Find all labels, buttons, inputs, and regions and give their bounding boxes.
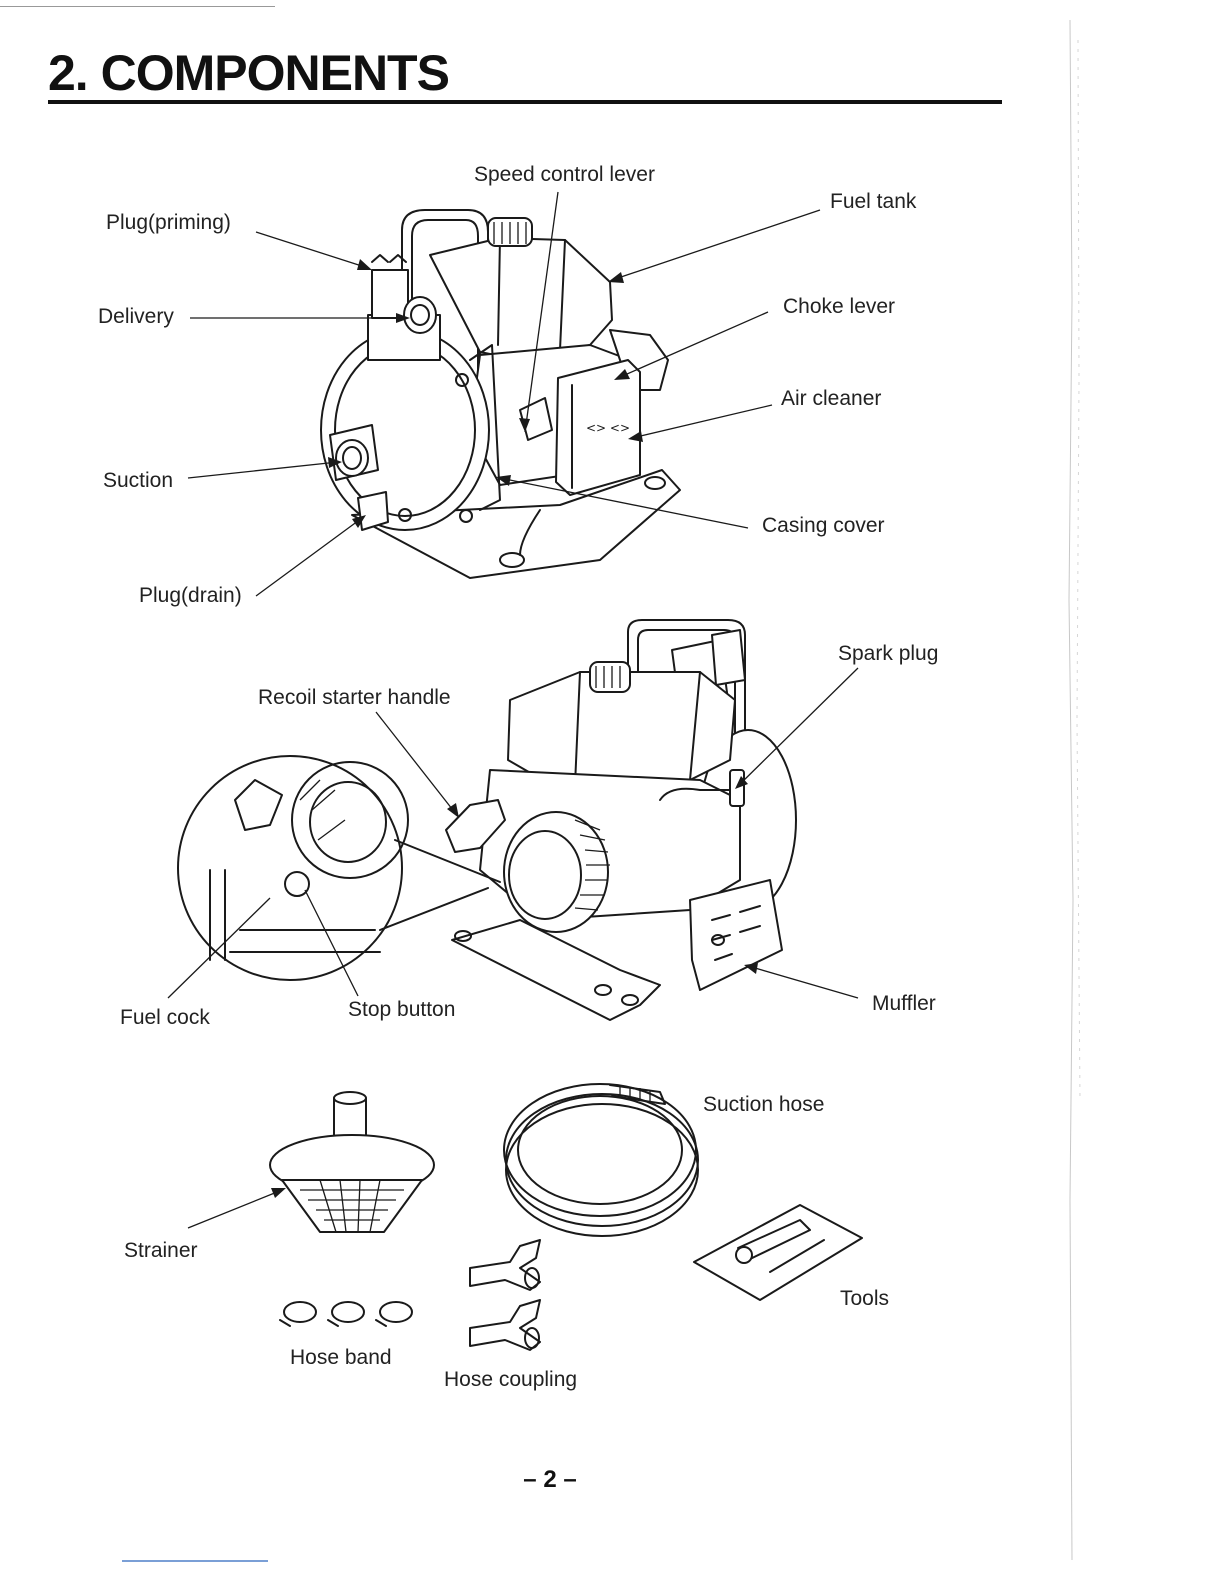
pump-front-view: <> <> [321, 210, 680, 578]
label-casing-cover: Casing cover [762, 515, 885, 536]
hose-band-drawing [280, 1302, 412, 1326]
suction-port [336, 440, 368, 476]
detail-stop-button [285, 872, 309, 896]
recoil-starter-cover [504, 812, 608, 932]
label-spark-plug: Spark plug [838, 643, 938, 664]
tools-drawing [694, 1205, 862, 1300]
label-fuel-tank: Fuel tank [830, 191, 916, 212]
label-delivery: Delivery [98, 306, 174, 327]
detail-magnifier [178, 756, 402, 980]
drain-plug [358, 492, 388, 530]
svg-text:<> <>: <> <> [586, 421, 630, 435]
delivery-port [404, 297, 436, 333]
muffler-shape [690, 880, 782, 990]
label-plug-drain: Plug(drain) [139, 585, 242, 606]
page-number: – 2 – [0, 1466, 1100, 1494]
scan-edge-noise [1060, 0, 1100, 1584]
pump-rear-view [178, 620, 796, 1020]
label-air-cleaner: Air cleaner [781, 388, 881, 409]
label-suction: Suction [103, 470, 173, 491]
label-stop-button: Stop button [348, 999, 455, 1020]
label-hose-coupling: Hose coupling [444, 1369, 577, 1390]
scan-bottom-mark [122, 1560, 268, 1562]
label-hose-band: Hose band [290, 1347, 392, 1368]
label-choke-lever: Choke lever [783, 296, 895, 317]
suction-hose-drawing [504, 1084, 698, 1236]
label-muffler: Muffler [872, 993, 936, 1014]
label-strainer: Strainer [124, 1240, 198, 1261]
label-recoil-starter-handle: Recoil starter handle [258, 687, 451, 708]
hose-coupling-drawing [470, 1240, 540, 1350]
delivery-stack [372, 270, 408, 318]
label-plug-priming: Plug(priming) [106, 212, 231, 233]
strainer-drawing [188, 1092, 434, 1232]
label-fuel-cock: Fuel cock [120, 1007, 210, 1028]
fuel-tank-shape [430, 238, 612, 360]
label-speed-control-lever: Speed control lever [474, 164, 655, 185]
label-tools: Tools [840, 1288, 889, 1309]
label-suction-hose: Suction hose [703, 1094, 824, 1115]
